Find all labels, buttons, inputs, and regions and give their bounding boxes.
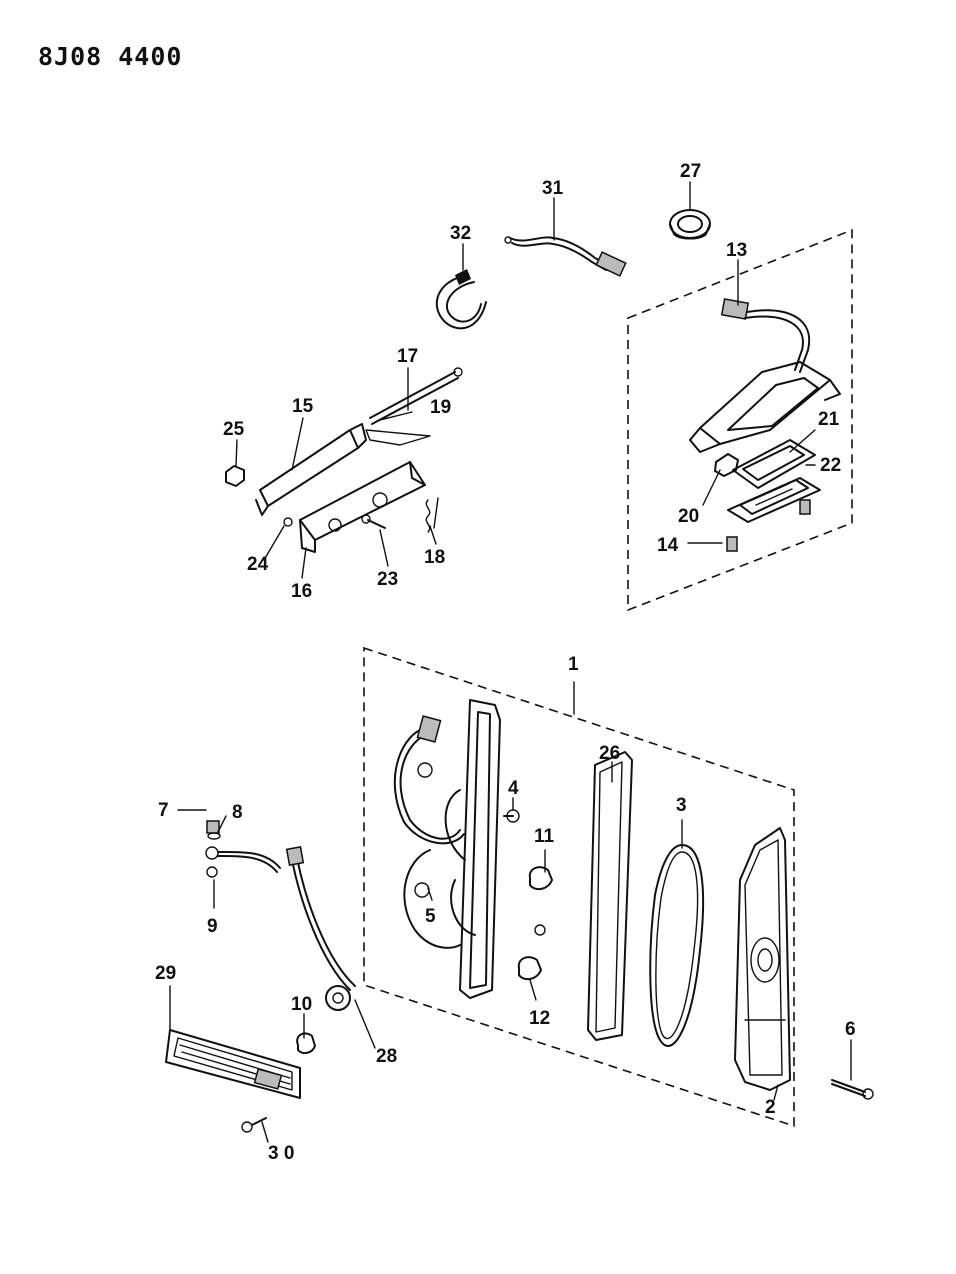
label-25: 25: [223, 419, 245, 440]
label-22: 22: [820, 455, 841, 476]
bulb-11: [528, 866, 553, 891]
label-23: 23: [377, 569, 398, 590]
bulb-10: [296, 1032, 316, 1055]
label-16: 16: [291, 581, 312, 602]
grommet: [669, 209, 711, 240]
label-29: 29: [155, 963, 176, 984]
tail-lamp-assembly-box: [363, 646, 795, 1128]
label-1: 1: [568, 654, 579, 675]
label-21: 21: [818, 409, 840, 430]
label-27: 27: [680, 161, 701, 182]
screw-6: [831, 1079, 874, 1100]
lens-gasket: [587, 751, 633, 1041]
label-5: 5: [425, 906, 436, 927]
label-4: 4: [508, 778, 519, 799]
screw-7: [206, 820, 220, 834]
label-11: 11: [534, 826, 555, 847]
license-lamp-assembly-box: [627, 228, 853, 612]
label-14: 14: [657, 535, 679, 556]
label-31: 31: [542, 178, 564, 199]
leader-lines: [169, 181, 852, 1143]
screw-mid: [534, 924, 546, 936]
label-6: 6: [845, 1019, 856, 1040]
label-24: 24: [247, 554, 269, 575]
wire-harness: [504, 236, 627, 277]
label-3: 3: [676, 795, 687, 816]
socket-28: [325, 985, 351, 1011]
label-32: 32: [450, 223, 471, 244]
screw-4: [503, 809, 520, 823]
tail-lamp-housing: [393, 699, 501, 999]
label-19: 19: [430, 397, 451, 418]
label-20: 20: [678, 506, 699, 527]
label-28: 28: [376, 1046, 397, 1067]
label-18: 18: [424, 547, 445, 568]
washer-8: [207, 832, 221, 840]
label-26: 26: [599, 743, 620, 764]
oval-seal: [649, 844, 705, 1047]
label-10: 10: [291, 994, 312, 1015]
bulb-12: [517, 956, 542, 981]
label-7: 7: [158, 800, 169, 821]
part-labels: 1 2 3 4 5 6 7 8 9 10 11 12 13 14 15 16 1…: [155, 161, 856, 1164]
license-lamp: [689, 298, 841, 552]
diagram-code: 8J08 4400: [38, 42, 183, 71]
label-15: 15: [292, 396, 314, 417]
side-marker-lamp: [165, 1029, 301, 1099]
label-17: 17: [397, 346, 418, 367]
hose-clamp: [435, 269, 487, 330]
label-13: 13: [726, 240, 747, 261]
side-marker-wiring: [205, 846, 356, 991]
label-8: 8: [232, 802, 243, 823]
label-2: 2: [765, 1097, 776, 1118]
nut-9: [206, 866, 218, 878]
label-12: 12: [529, 1008, 550, 1029]
label-30: 3 0: [268, 1143, 294, 1164]
screw-30: [241, 1117, 267, 1133]
mounting-bracket: [225, 367, 463, 553]
label-9: 9: [207, 916, 218, 937]
tail-lamp-lens: [734, 827, 791, 1091]
